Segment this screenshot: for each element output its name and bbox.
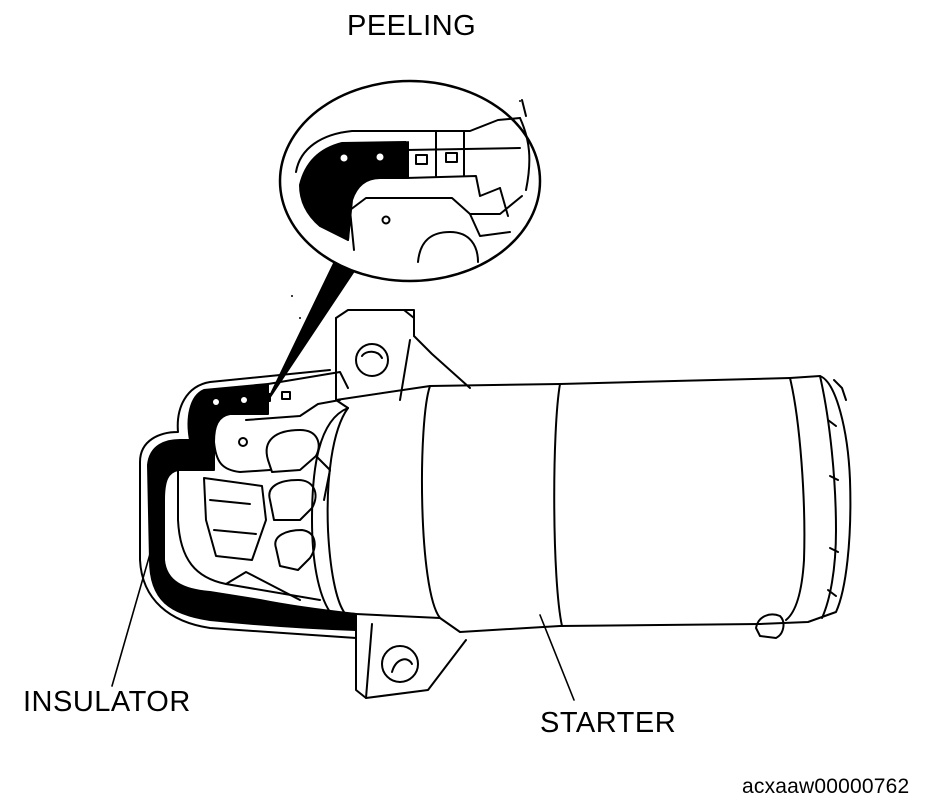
drive-housing [178,372,348,600]
insulator-shell [140,370,356,638]
starter-leader-line [540,615,574,700]
speckle-marks [291,100,521,319]
starter-body [312,376,850,638]
lower-mount-flange [356,614,466,698]
leader-lines [112,540,574,700]
peeling-label: PEELING [347,10,477,42]
insulator-leader-line [112,540,154,686]
figure-code-label: acxaaw00000762 [742,775,910,798]
insulator-label: INSULATOR [23,686,191,718]
peeling-detail-circle [280,81,540,281]
starter-label: STARTER [540,707,677,739]
upper-mount-flange [336,310,470,408]
